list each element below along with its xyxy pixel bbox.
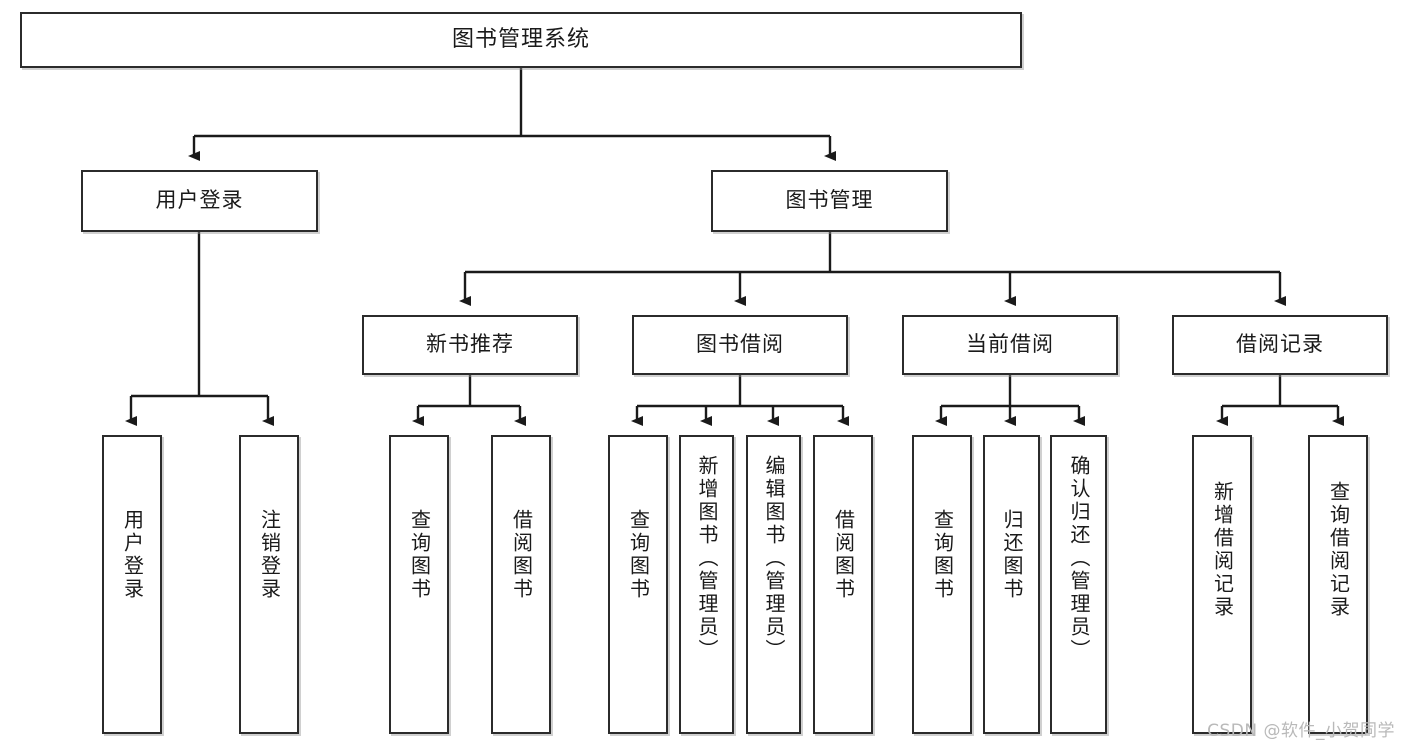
node-label: 查询图书 — [626, 509, 651, 601]
node-label: 借阅图书 — [509, 509, 534, 601]
node-label: 用户登录 — [155, 188, 244, 213]
node-label: 图书借阅 — [696, 332, 784, 357]
node-label: 新增借阅记录 — [1210, 481, 1235, 619]
leaf-book-borrow-query[interactable]: 查询图书 — [608, 435, 668, 734]
node-label: 借阅图书 — [831, 509, 856, 601]
leaf-current-borrow-query[interactable]: 查询图书 — [912, 435, 972, 734]
leaf-borrow-record-query[interactable]: 查询借阅记录 — [1308, 435, 1368, 734]
node-new-book-recommend[interactable]: 新书推荐 — [362, 315, 578, 375]
node-book-borrow[interactable]: 图书借阅 — [632, 315, 848, 375]
node-label: 用户登录 — [120, 509, 145, 601]
leaf-user-login-login[interactable]: 用户登录 — [102, 435, 162, 734]
leaf-book-borrow-add[interactable]: 新增图书（管理员） — [679, 435, 734, 734]
watermark: CSDN @软件_小贺同学 — [1207, 721, 1395, 741]
node-user-login[interactable]: 用户登录 — [81, 170, 318, 232]
node-label: 借阅记录 — [1236, 332, 1324, 357]
node-label: 新书推荐 — [426, 332, 514, 357]
node-label: 查询借阅记录 — [1326, 481, 1351, 619]
leaf-book-borrow-borrow[interactable]: 借阅图书 — [813, 435, 873, 734]
leaf-user-login-logout[interactable]: 注销登录 — [239, 435, 299, 734]
node-label: 新增图书（管理员） — [695, 455, 719, 662]
node-label: 当前借阅 — [966, 332, 1054, 357]
node-borrow-record[interactable]: 借阅记录 — [1172, 315, 1388, 375]
leaf-book-borrow-edit[interactable]: 编辑图书（管理员） — [746, 435, 801, 734]
node-label: 编辑图书（管理员） — [762, 455, 786, 662]
node-current-borrow[interactable]: 当前借阅 — [902, 315, 1118, 375]
node-label: 图书管理系统 — [451, 26, 590, 52]
node-label: 注销登录 — [257, 509, 282, 601]
leaf-borrow-record-add[interactable]: 新增借阅记录 — [1192, 435, 1252, 734]
node-label: 归还图书 — [1000, 509, 1024, 601]
leaf-new-book-query[interactable]: 查询图书 — [389, 435, 449, 734]
node-root-system[interactable]: 图书管理系统 — [20, 12, 1022, 68]
node-label: 查询图书 — [930, 509, 955, 601]
node-label: 确认归还（管理员） — [1067, 455, 1091, 662]
node-book-management[interactable]: 图书管理 — [711, 170, 948, 232]
leaf-current-borrow-confirm-return[interactable]: 确认归还（管理员） — [1050, 435, 1107, 734]
node-label: 查询图书 — [407, 509, 432, 601]
leaf-new-book-borrow[interactable]: 借阅图书 — [491, 435, 551, 734]
leaf-current-borrow-return[interactable]: 归还图书 — [983, 435, 1040, 734]
node-label: 图书管理 — [785, 188, 874, 213]
